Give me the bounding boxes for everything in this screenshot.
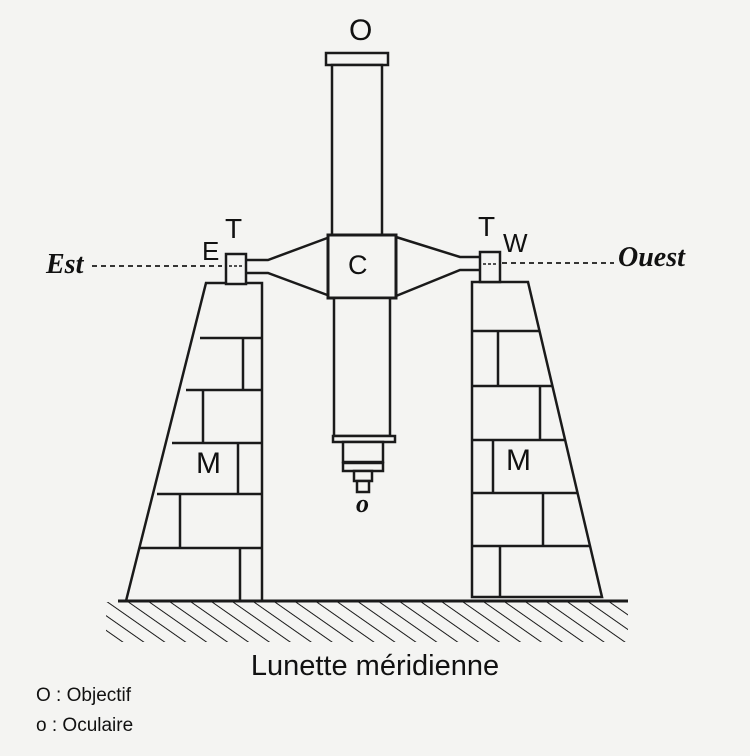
telescope-tube bbox=[324, 51, 398, 494]
east-short-label: E bbox=[202, 236, 220, 266]
ground bbox=[106, 599, 628, 642]
diagram-caption: Lunette méridienne bbox=[250, 650, 500, 682]
legend-separator: : bbox=[46, 715, 63, 736]
eyepiece-label: o bbox=[356, 489, 369, 518]
pillar-right bbox=[470, 280, 604, 599]
center-label: C bbox=[348, 250, 368, 280]
trunnion-left-label: T bbox=[225, 213, 243, 244]
legend-item-objective: O : Objectif bbox=[36, 685, 131, 707]
legend-text: Objectif bbox=[66, 685, 132, 706]
trunnion-right bbox=[478, 250, 502, 284]
legend-item-eyepiece: o : Oculaire bbox=[36, 715, 133, 737]
pillar-left bbox=[124, 281, 264, 603]
axis-arms bbox=[246, 235, 480, 298]
west-label: Ouest bbox=[618, 242, 685, 273]
east-west-line bbox=[92, 262, 614, 267]
legend-key: O bbox=[36, 685, 51, 706]
east-label: Est bbox=[46, 249, 84, 280]
pillar-left-label: M bbox=[196, 447, 221, 480]
trunnion-right-label: T bbox=[478, 211, 496, 242]
pillar-right-label: M bbox=[506, 444, 531, 477]
legend-key: o bbox=[36, 715, 47, 736]
legend-separator: : bbox=[50, 685, 67, 706]
trunnion-left bbox=[224, 252, 248, 286]
legend-text: Oculaire bbox=[62, 715, 134, 736]
west-short-label: W bbox=[503, 228, 528, 258]
objective-label: O bbox=[349, 14, 373, 47]
